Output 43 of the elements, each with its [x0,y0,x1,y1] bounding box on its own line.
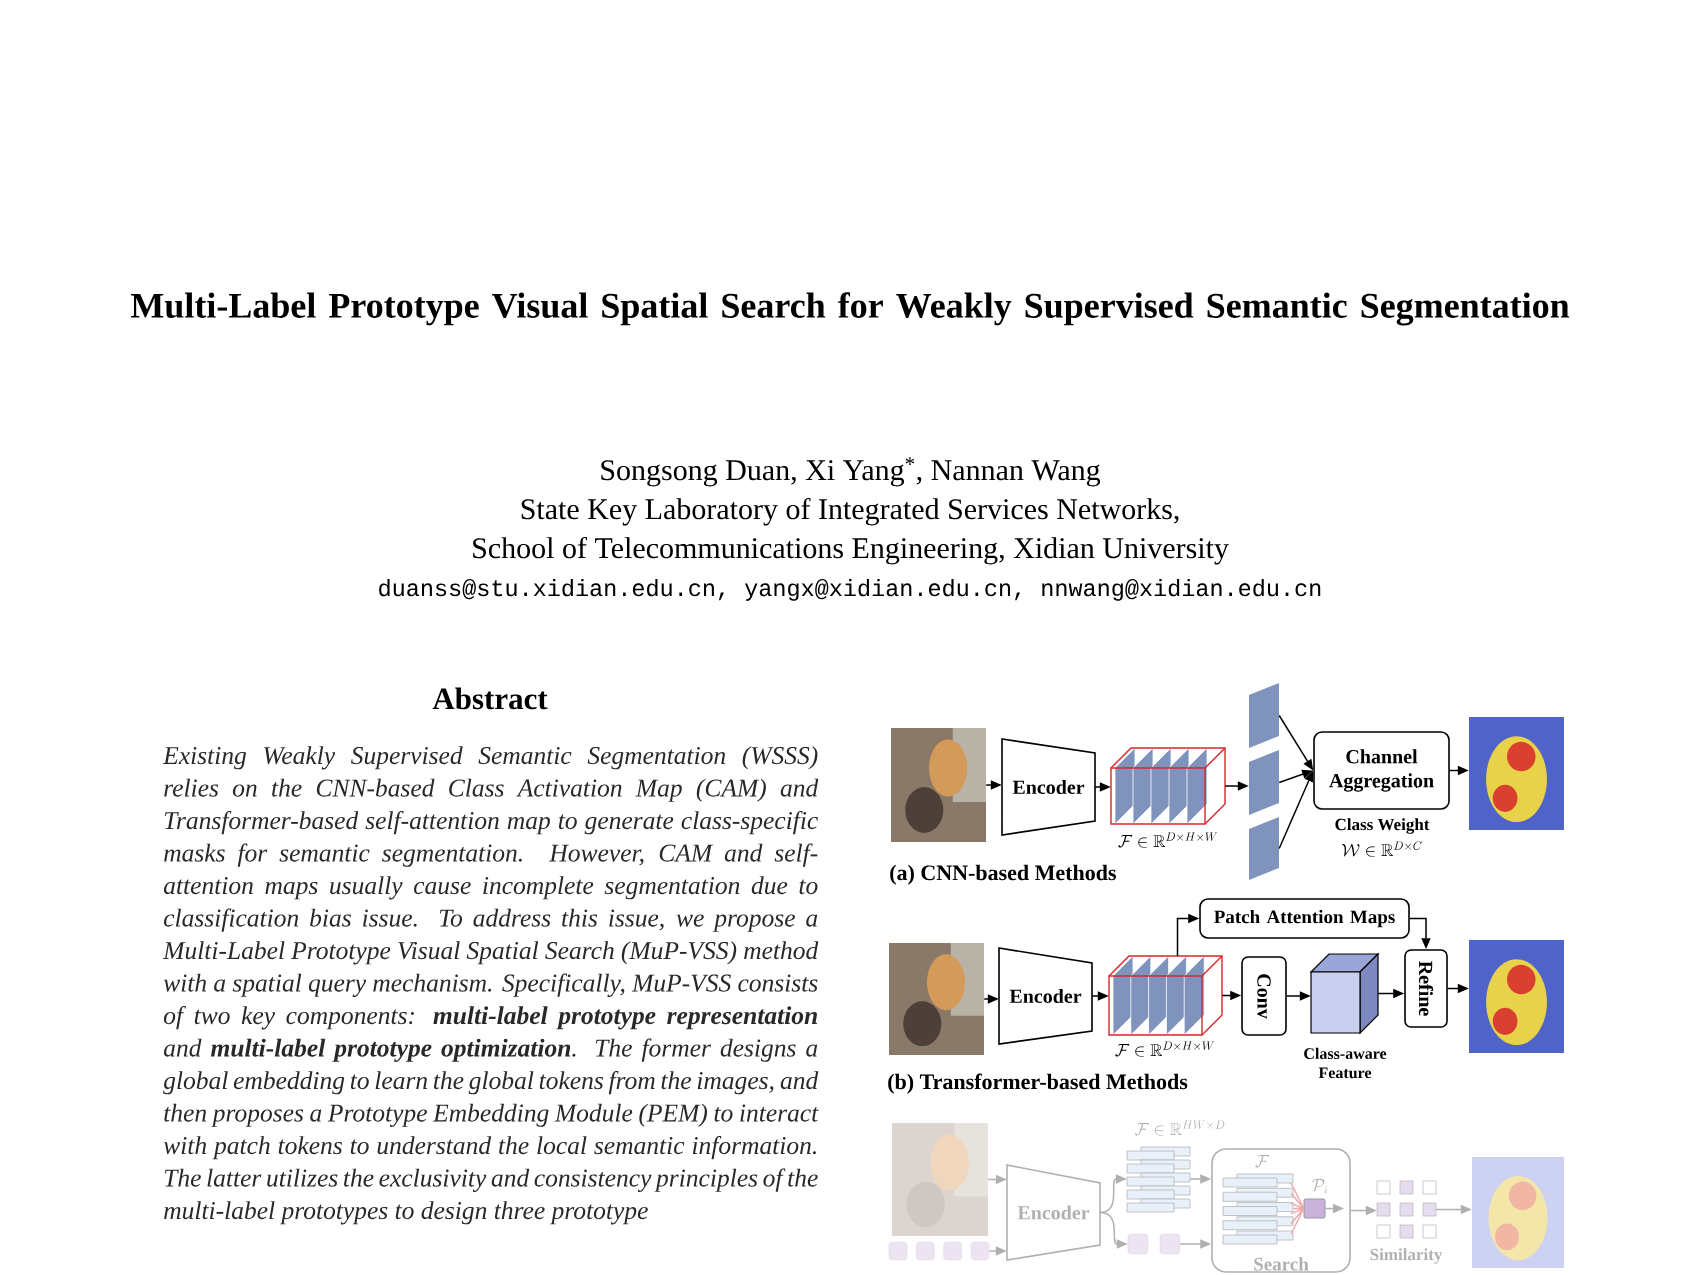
photo [891,728,986,842]
token-squares [1127,1233,1181,1255]
feature-stack [1222,1173,1294,1245]
formula-label: $\mathcal{W} \in \mathbb{R}^{D\times C}$ [1342,841,1422,857]
affiliation-line: School of Telecommunications Engineering, Xidian University [473,536,1229,565]
encoder-trapezoid: Encoder [1001,738,1096,836]
encoder-trapezoid: Encoder [998,947,1093,1045]
caption-label: Similarity [1370,1248,1443,1264]
feature-bar [1249,683,1279,748]
author-names: Songsong Duan, Xi Yang$^{*}$, Nannan Wang [601,457,1101,487]
paper-title: Multi-Label Prototype Visual Spatial Search for Weakly Supervised Semantic Segmentation [130,292,1570,326]
formula-label: $\mathcal{F}$ [1255,1155,1270,1168]
figure-caption: (b) Transformer-based Methods [888,1073,1188,1094]
feature-cube [1108,955,1223,1036]
process-box: Patch Attention Maps [1199,898,1410,939]
section-heading: Abstract [432,687,548,710]
caption-label: Class-aware Feature [1304,1047,1387,1079]
formula-label: $\mathcal{F} \in \mathbb{R}^{D\times H\times W}$ [1115,1041,1215,1057]
affiliation-line: State Key Laboratory of Integrated Services Networks, [521,497,1179,526]
photo [889,943,984,1055]
caption-label: Class Weight [1335,818,1430,834]
process-box: Refine [1404,949,1448,1028]
encoder-trapezoid: Encoder [1006,1164,1101,1261]
formula-label: $\mathcal{F} \in \mathbb{R}^{D\times H\times W}$ [1118,832,1218,848]
feature-bar [1249,750,1279,815]
formula-label: $\mathcal{F} \in \mathbb{R}^{HW\times D}$ [1134,1120,1225,1136]
feature-stack [1126,1146,1191,1213]
heatmap-image [1469,940,1564,1053]
photo [892,1123,988,1236]
prototype-square [1303,1198,1326,1219]
process-box: Conv [1241,956,1287,1036]
formula-label: $\mathcal{P}_i$ [1312,1178,1328,1194]
heatmap-image [1472,1157,1564,1268]
similarity-grid [1376,1180,1437,1239]
process-box: Channel Aggregation [1313,731,1450,810]
token-squares [888,1241,990,1261]
connector-lines [1290,1182,1305,1235]
figure-caption: (a) CNN-based Methods [890,864,1116,885]
email-addresses: duanss@stu.xidian.edu.cn, yangx@xidian.edu.cn, nnwang@xidian.edu.cn [379,579,1321,601]
feature-cube [1110,747,1226,825]
feature-bar [1249,817,1279,880]
heatmap-image [1469,717,1564,830]
abstract-paragraph: Existing Weakly Supervised Semantic Segmentation (WSSS) relies on the CNN-based Class Activation Map (CAM) and Transformer-based self-attention map to generate class-specific masks for semantic segmentation. However, CAM and self-attention maps usually cause incomplete segmentation due to classification bias issue. To address this issue, we propose a Multi-Label Prototype Visual Spatial Search (MuP-VSS) method with a spatial query mechanism. Specifically, MuP-VSS consists of two key components: multi-label prototype representation and multi-label prototype optimization. The former designs a global embedding to learn the global tokens from the images, and then proposes a Prototype Embedding Module (PEM) to interact with patch tokens to understand the local semantic information. The latter utilizes the exclusivity and consistency principles of the multi-label prototypes to design three prototype [162,746,819,1225]
